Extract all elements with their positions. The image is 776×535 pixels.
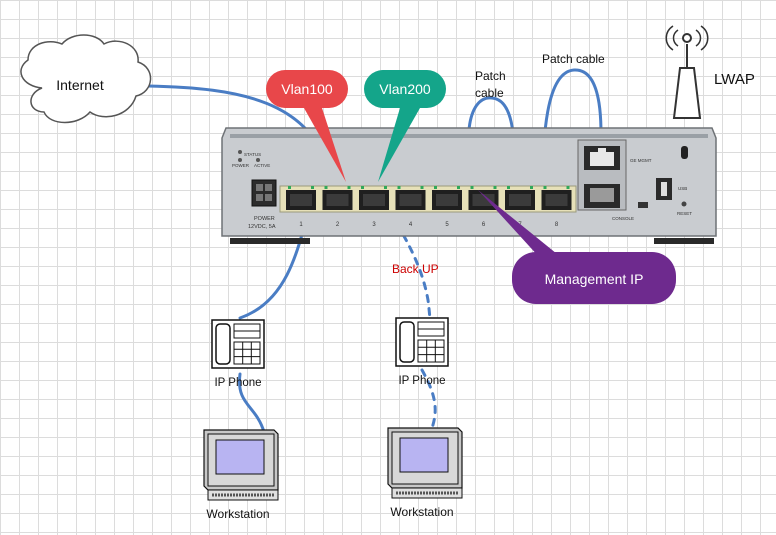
active-led-label: ACTIVE xyxy=(254,163,270,168)
patch-cable-left-label-line2: cable xyxy=(475,86,504,100)
usb-label: USB xyxy=(678,186,687,191)
vlan200-callout: Vlan200 xyxy=(364,70,446,182)
vlan200-label: Vlan200 xyxy=(379,81,431,97)
power-led-label: POWER xyxy=(232,163,250,168)
vlan100-label: Vlan100 xyxy=(281,81,333,97)
ethernet-port-6 xyxy=(468,186,499,210)
ge-mgmt-label: GE MGMT xyxy=(630,158,652,163)
power-panel: STATUS POWER ACTIVE POWER 12VDC, 5A xyxy=(232,150,277,230)
power-label: POWER xyxy=(254,216,275,222)
ethernet-port-8 xyxy=(541,186,572,210)
port-number-label: 5 xyxy=(445,222,449,228)
port-number-label: 8 xyxy=(555,222,559,228)
ethernet-port-5 xyxy=(432,186,462,210)
power-rating-label: 12VDC, 5A xyxy=(248,224,276,230)
reset-label: RESET xyxy=(677,211,692,216)
patch-cable-right-label: Patch cable xyxy=(542,52,605,66)
management-ip-callout: Management IP xyxy=(478,190,676,304)
ip-phone-icon-left xyxy=(211,319,265,369)
patch-cable-left-label-line1: Patch xyxy=(475,69,506,83)
workstation-label-right: Workstation xyxy=(390,505,453,519)
ip-phone-icon-right xyxy=(395,317,449,367)
backup-label: Back UP xyxy=(392,262,439,276)
phone-workstation-cable-left xyxy=(238,372,266,434)
management-ip-label: Management IP xyxy=(545,271,644,287)
console-label: CONSOLE xyxy=(612,216,634,221)
workstation-icon-right xyxy=(387,427,463,499)
port-number-label: 3 xyxy=(372,222,376,228)
internet-label: Internet xyxy=(56,77,104,93)
lwap-access-point xyxy=(665,25,709,119)
port-number-label: 4 xyxy=(409,222,413,228)
ethernet-port-1 xyxy=(286,186,316,210)
port-number-label: 1 xyxy=(299,222,303,228)
router-device: 12345678 xyxy=(221,127,717,244)
lwap-label: LWAP xyxy=(714,71,755,88)
ethernet-port-7 xyxy=(505,186,535,210)
workstation-label-left: Workstation xyxy=(206,507,269,521)
port-number-label: 6 xyxy=(482,222,486,228)
ip-phone-label-left: IP Phone xyxy=(214,377,261,389)
status-label: STATUS xyxy=(244,152,261,157)
ethernet-port-3 xyxy=(359,186,389,210)
ethernet-port-4 xyxy=(395,186,426,210)
vlan100-callout: Vlan100 xyxy=(266,70,348,182)
workstation-icon-left xyxy=(203,429,279,501)
internet-cloud: Internet xyxy=(20,34,152,124)
ip-phone-label-right: IP Phone xyxy=(398,375,445,387)
port-number-label: 2 xyxy=(336,222,340,228)
phone-workstation-cable-right xyxy=(420,368,437,430)
management-panel: GE MGMT CONSOLE USB RESET xyxy=(577,139,692,221)
ethernet-port-2 xyxy=(322,186,353,210)
